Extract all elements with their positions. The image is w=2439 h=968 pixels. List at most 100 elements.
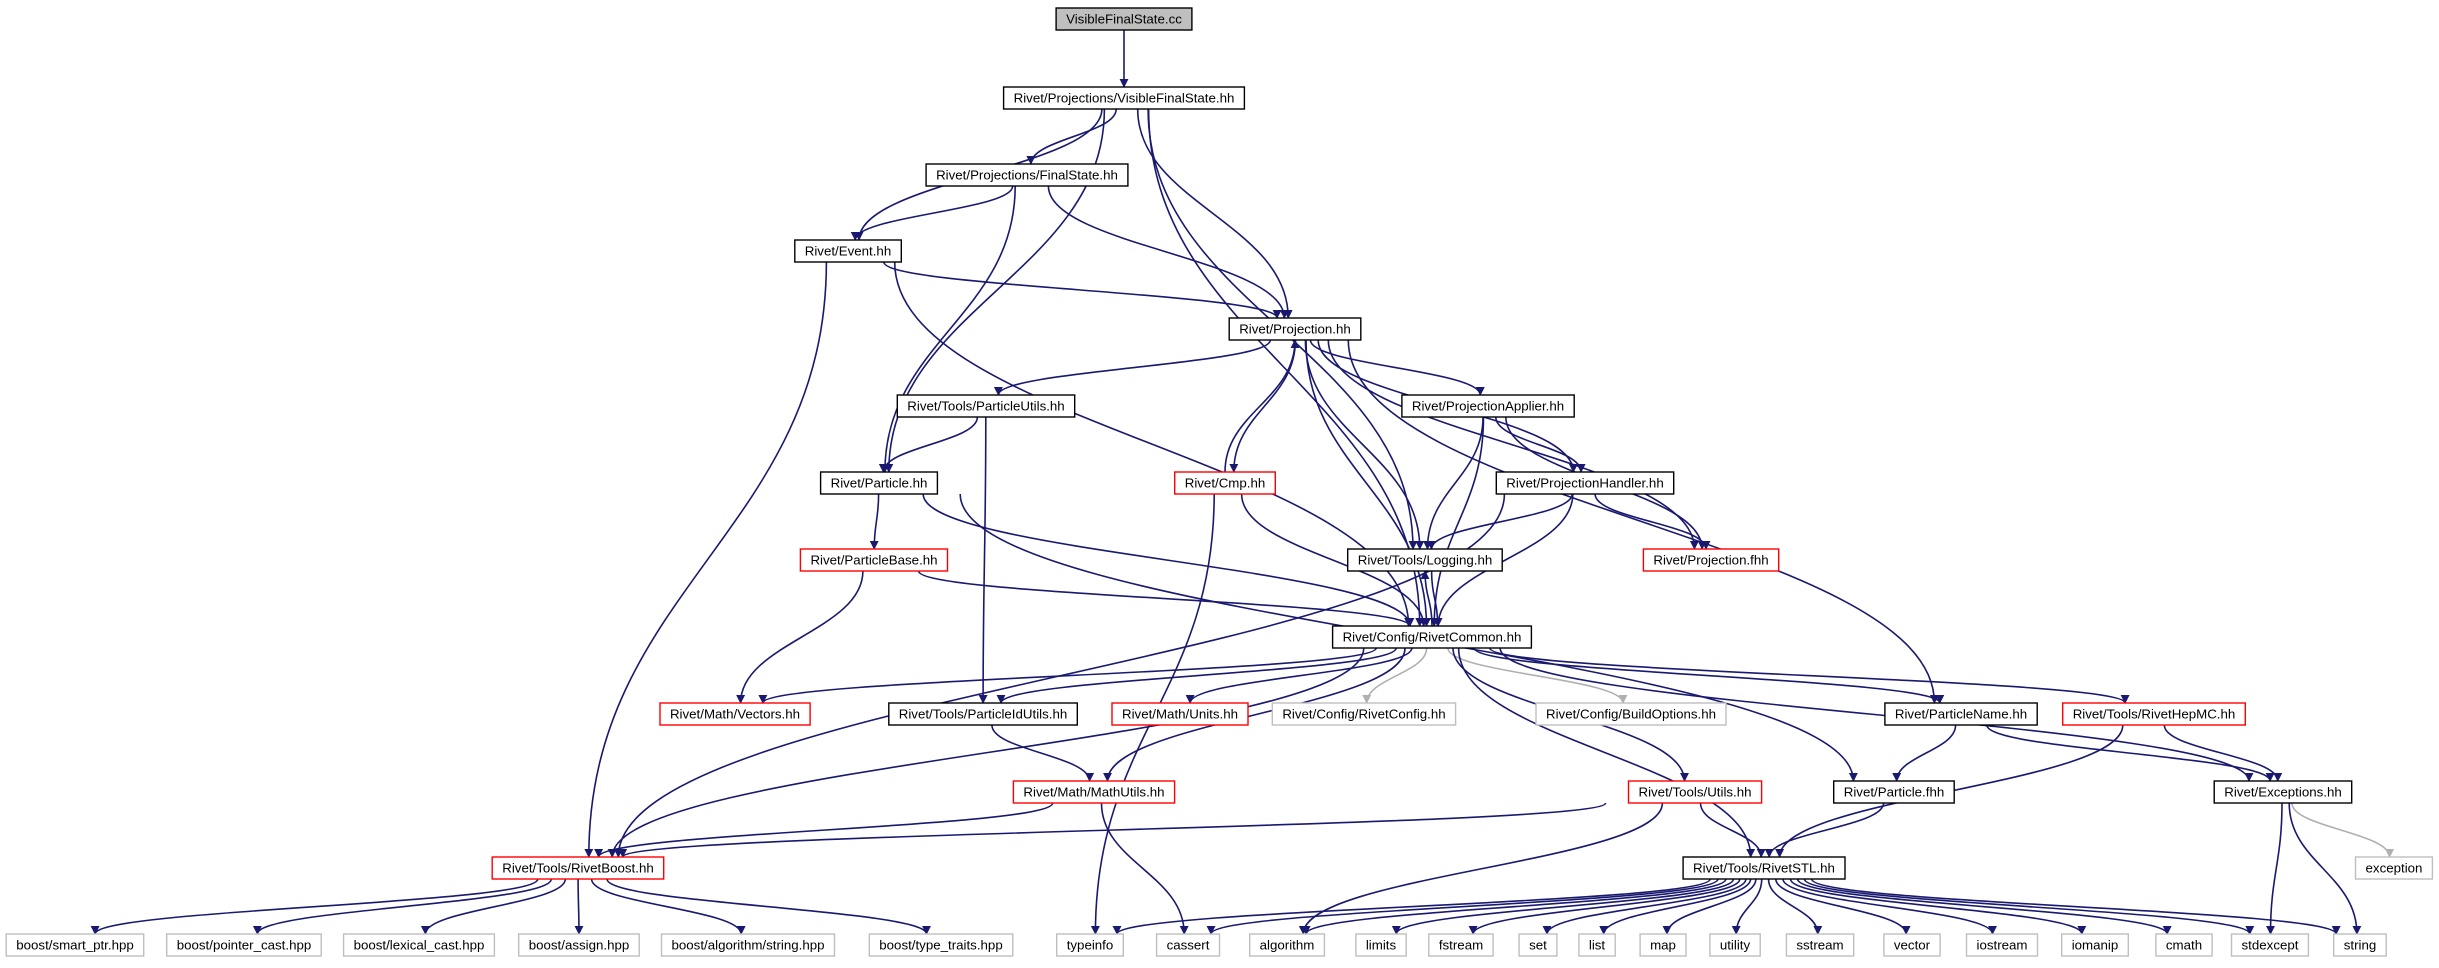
node-fstream[interactable]: fstream: [1428, 933, 1494, 957]
node-box: [1248, 933, 1326, 957]
node-label: fstream: [1439, 938, 1483, 953]
node-algorithm[interactable]: algorithm: [1248, 933, 1326, 957]
node-cmath[interactable]: cmath: [2155, 933, 2213, 957]
node-vfs[interactable]: Rivet/Projections/VisibleFinalState.hh: [1002, 86, 1246, 110]
node-box: [2230, 933, 2310, 957]
node-pname[interactable]: Rivet/ParticleName.hh: [1884, 702, 2038, 726]
node-putils[interactable]: Rivet/Tools/ParticleUtils.hh: [896, 394, 1076, 418]
node-particle[interactable]: Rivet/Particle.hh: [819, 471, 939, 495]
node-cmp[interactable]: Rivet/Cmp.hh: [1173, 471, 1276, 495]
node-stl[interactable]: Rivet/Tools/RivetSTL.hh: [1682, 856, 1846, 880]
edge-event-to-common: [893, 261, 1414, 627]
node-root[interactable]: VisibleFinalState.cc: [1055, 7, 1193, 31]
node-mathutils[interactable]: Rivet/Math/MathUtils.hh: [1012, 780, 1176, 804]
node-iostream[interactable]: iostream: [1965, 933, 2039, 957]
node-event[interactable]: Rivet/Event.hh: [794, 239, 902, 263]
node-set[interactable]: set: [1518, 933, 1558, 957]
edge-vfs-to-proj: [1136, 108, 1293, 319]
edge-mathutils-to-boost: [594, 802, 1054, 858]
node-label: cassert: [1167, 938, 1210, 953]
node-sstream[interactable]: sstream: [1785, 933, 1855, 957]
node-units[interactable]: Rivet/Math/Units.hh: [1111, 702, 1249, 726]
node-smartptr[interactable]: boost/smart_ptr.hpp: [5, 933, 145, 957]
edge-boost-to-algstring: [590, 878, 746, 935]
node-string[interactable]: string: [2332, 933, 2387, 957]
node-box: [794, 239, 902, 263]
node-lcast[interactable]: boost/lexical_cast.hpp: [342, 933, 496, 957]
node-label: Rivet/Projection.hh: [1239, 322, 1351, 337]
node-label: boost/pointer_cast.hpp: [177, 938, 312, 953]
node-typeinfo[interactable]: typeinfo: [1055, 933, 1124, 957]
node-map[interactable]: map: [1639, 933, 1687, 957]
node-limits[interactable]: limits: [1355, 933, 1407, 957]
node-label: Rivet/Tools/RivetSTL.hh: [1693, 861, 1835, 876]
edge-fs-to-proj: [1047, 185, 1289, 319]
node-cassert[interactable]: cassert: [1155, 933, 1221, 957]
edge-particle-to-common: [922, 493, 1415, 627]
node-papplier[interactable]: Rivet/ProjectionApplier.hh: [1401, 394, 1575, 418]
node-pfhh[interactable]: Rivet/Particle.fhh: [1832, 780, 1955, 804]
node-assign[interactable]: boost/assign.hpp: [518, 933, 640, 957]
edge-boost-to-pcast: [252, 878, 553, 935]
node-box: [868, 933, 1014, 957]
node-projfhh[interactable]: Rivet/Projection.fhh: [1642, 548, 1780, 572]
node-box: [2354, 856, 2434, 880]
node-stdexcept[interactable]: stdexcept: [2230, 933, 2310, 957]
node-label: boost/assign.hpp: [529, 938, 630, 953]
edge-stl-to-string: [1810, 878, 2341, 935]
node-algstring[interactable]: boost/algorithm/string.hpp: [660, 933, 836, 957]
node-label: Rivet/Cmp.hh: [1185, 476, 1266, 491]
node-label: sstream: [1796, 938, 1843, 953]
node-bopts[interactable]: Rivet/Config/BuildOptions.hh: [1535, 702, 1727, 726]
node-exceptions[interactable]: Rivet/Exceptions.hh: [2213, 780, 2353, 804]
node-label: Rivet/Particle.fhh: [1844, 785, 1945, 800]
edge-pname-to-pfhh: [1892, 724, 1957, 782]
edge-common-to-mathutils: [1103, 647, 1406, 782]
node-list[interactable]: list: [1578, 933, 1616, 957]
edge-common-to-logging: [1420, 570, 1433, 627]
node-box: [660, 933, 836, 957]
node-label: iostream: [1977, 938, 2028, 953]
node-iomanip[interactable]: iomanip: [2060, 933, 2129, 957]
node-utility[interactable]: utility: [1709, 933, 1761, 957]
edge-papplier-to-logging: [1423, 416, 1484, 550]
node-label: Rivet/Config/RivetConfig.hh: [1282, 707, 1445, 722]
node-box: [491, 856, 665, 880]
node-pcast[interactable]: boost/pointer_cast.hpp: [165, 933, 322, 957]
node-common[interactable]: Rivet/Config/RivetCommon.hh: [1331, 625, 1533, 649]
node-label: Rivet/Event.hh: [805, 244, 891, 259]
node-hepmc[interactable]: Rivet/Tools/RivetHepMC.hh: [2061, 702, 2246, 726]
node-pidutils[interactable]: Rivet/Tools/ParticleIdUtils.hh: [888, 702, 1078, 726]
node-tutils[interactable]: Rivet/Tools/Utils.hh: [1627, 780, 1763, 804]
node-logging[interactable]: Rivet/Tools/Logging.hh: [1346, 548, 1503, 572]
node-phandler[interactable]: Rivet/ProjectionHandler.hh: [1495, 471, 1675, 495]
node-boost[interactable]: Rivet/Tools/RivetBoost.hh: [491, 856, 665, 880]
edge-event-to-boost: [584, 261, 828, 858]
node-fs[interactable]: Rivet/Projections/FinalState.hh: [925, 163, 1129, 187]
edge-common-to-pname: [1473, 647, 1945, 704]
edge-boost-to-smartptr: [90, 878, 539, 935]
edge-phandler-to-logging: [1426, 493, 1573, 550]
node-box: [2155, 933, 2213, 957]
edge-stl-to-cassert: [1206, 878, 1719, 935]
edge-stl-to-fstream: [1468, 878, 1741, 935]
node-box: [1535, 702, 1727, 726]
node-box: [1271, 702, 1457, 726]
node-exception[interactable]: exception: [2354, 856, 2434, 880]
edge-boost-to-lcast: [420, 878, 567, 935]
node-label: Rivet/Math/MathUtils.hh: [1023, 785, 1164, 800]
node-box: [1428, 933, 1494, 957]
edge-papplier-to-phandler: [1495, 416, 1586, 473]
node-label: exception: [2366, 861, 2423, 876]
node-typetraits[interactable]: boost/type_traits.hpp: [868, 933, 1014, 957]
node-box: [819, 471, 939, 495]
node-box: [1832, 780, 1955, 804]
node-rconfig[interactable]: Rivet/Config/RivetConfig.hh: [1271, 702, 1457, 726]
node-proj[interactable]: Rivet/Projection.hh: [1228, 317, 1362, 341]
edge-common-to-bopts: [1447, 647, 1628, 704]
node-vector[interactable]: vector: [1883, 933, 1941, 957]
node-pbase[interactable]: Rivet/ParticleBase.hh: [799, 548, 949, 572]
edge-mathutils-to-cassert: [1100, 802, 1189, 935]
node-vectors[interactable]: Rivet/Math/Vectors.hh: [659, 702, 811, 726]
